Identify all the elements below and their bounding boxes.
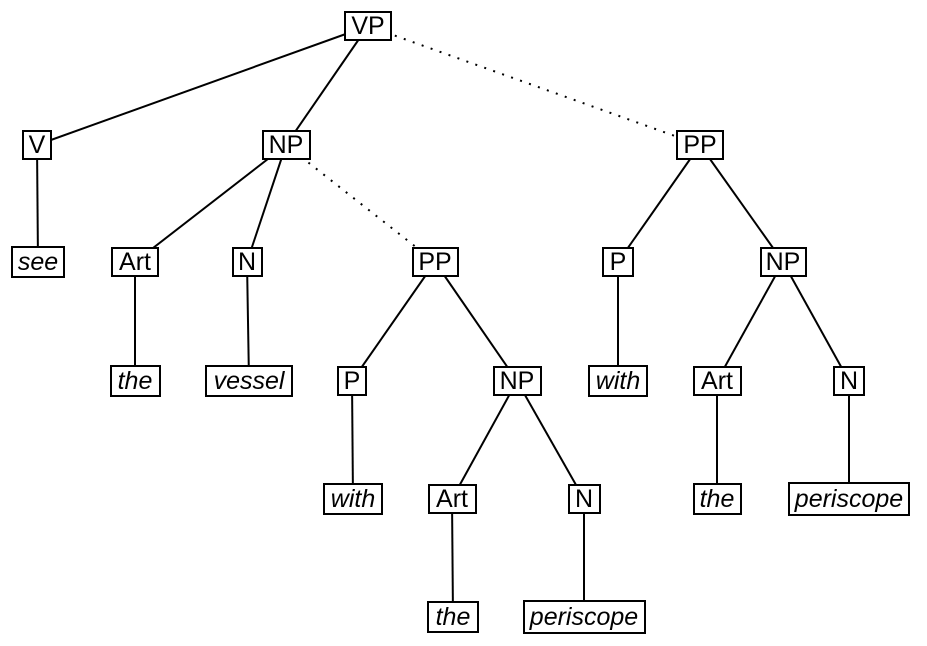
tree-edge-np2-n2 <box>516 380 585 500</box>
tree-edge-np2-art2 <box>451 380 518 500</box>
tree-edge-p1-with1 <box>351 380 354 500</box>
tree-node-pp2: PP <box>676 130 724 160</box>
tree-edge-vp-v <box>36 25 369 146</box>
tree-edge-n1-vessel <box>246 261 250 382</box>
tree-node-with1: with <box>323 483 383 515</box>
tree-edge-pp2-p2 <box>617 144 701 263</box>
tree-node-art2: Art <box>427 484 477 514</box>
tree-edge-np1-n1 <box>246 144 287 263</box>
tree-node-p2: P <box>602 247 634 277</box>
tree-node-n3: N <box>833 366 865 396</box>
tree-node-v: V <box>22 130 52 160</box>
tree-node-see: see <box>11 246 65 278</box>
tree-node-the1: the <box>109 365 161 397</box>
tree-node-vessel: vessel <box>205 365 293 397</box>
tree-node-periscope2: periscope <box>788 482 910 516</box>
tree-node-p1: P <box>337 366 367 396</box>
tree-node-np3: NP <box>759 247 807 277</box>
tree-node-np1: NP <box>261 130 311 160</box>
tree-edge-v-see <box>36 144 39 263</box>
tree-edge-np1-art1 <box>134 144 287 263</box>
tree-node-art3: Art <box>692 366 742 396</box>
tree-node-the3: the <box>692 483 742 515</box>
tree-node-pp1: PP <box>411 247 459 277</box>
tree-node-np2: NP <box>492 366 542 396</box>
tree-edge-vp-pp2-dotted <box>367 25 701 146</box>
tree-node-vp: VP <box>344 11 392 41</box>
tree-node-with2: with <box>588 365 648 397</box>
tree-edge-pp1-np2 <box>434 261 518 382</box>
tree-edge-np1-pp1-dotted <box>285 144 436 263</box>
tree-node-periscope1: periscope <box>522 600 646 634</box>
tree-node-n2: N <box>567 484 601 514</box>
tree-edge-np3-n3 <box>782 261 850 382</box>
tree-edge-art2-the2 <box>451 498 454 618</box>
tree-node-n1: N <box>231 247 263 277</box>
tree-node-the2: the <box>427 601 479 633</box>
tree-edge-pp2-np3 <box>699 144 784 263</box>
tree-edge-vp-np1 <box>285 25 369 146</box>
tree-edge-np3-art3 <box>716 261 784 382</box>
tree-node-art1: Art <box>111 247 159 277</box>
tree-edge-pp1-p1 <box>351 261 436 382</box>
